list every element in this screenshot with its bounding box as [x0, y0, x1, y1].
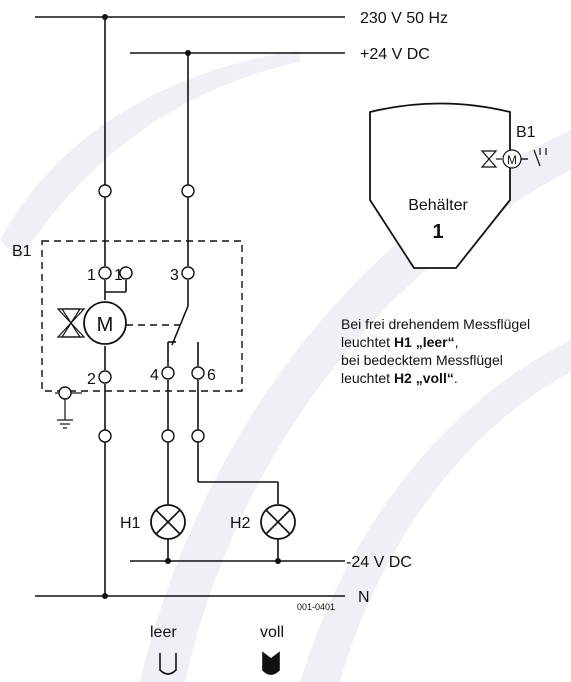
terminal-label-2: 2: [87, 371, 96, 388]
lamp-h1-label: H1: [120, 515, 141, 532]
terminal-1a: [98, 266, 112, 280]
terminal-4: [161, 366, 175, 380]
terminal-3: [181, 266, 195, 280]
terminal-2: [98, 370, 112, 384]
motor-letter: M: [97, 314, 114, 336]
terminal-label-6: 6: [207, 367, 216, 384]
label-neutral: N: [358, 589, 370, 606]
vessel-sensor-icon: M: [480, 148, 547, 169]
state-empty-label: leer: [150, 624, 177, 641]
background-watermark: [0, 50, 571, 682]
empty-vessel-icon: [159, 653, 177, 675]
terminal-dc-in: [181, 184, 195, 198]
lamp-h2-label: H2: [230, 515, 251, 532]
motor-symbol: [83, 301, 127, 345]
vessel-number: 1: [432, 221, 443, 243]
device-b1-label: B1: [12, 243, 32, 260]
terminal-2-out: [98, 429, 112, 443]
vessel-sensor-label: B1: [516, 124, 536, 141]
terminal-label-1b: 1: [114, 267, 123, 284]
terminal-ac-in: [98, 184, 112, 198]
drawing-number: 001-0401: [297, 602, 335, 612]
label-minus-24v: -24 V DC: [346, 554, 412, 571]
description-line-1: Bei frei drehendem Messflügel: [341, 316, 530, 332]
lamp-h1: [150, 504, 186, 540]
description-line-4: leuchtet H2 „voll“.: [341, 370, 458, 386]
state-full-label: voll: [260, 624, 284, 641]
description-line-3: bei bedecktem Messflügel: [341, 352, 503, 368]
earth-ground-icon: [55, 386, 82, 429]
description-line-2: leuchtet H1 „leer“,: [341, 334, 459, 350]
terminal-4-out: [161, 429, 175, 443]
terminal-1b: [119, 266, 133, 280]
terminal-label-1a: 1: [87, 267, 96, 284]
description-text: Bei frei drehendem Messflügel leuchtet H…: [341, 316, 530, 386]
terminal-label-4: 4: [150, 367, 159, 384]
terminal-6: [191, 366, 205, 380]
device-b1-enclosure: [41, 240, 243, 392]
vessel-name: Behälter: [408, 197, 468, 214]
lamp-h2: [260, 504, 296, 540]
vessel-sensor-motor-letter: M: [507, 153, 517, 167]
terminal-6-out: [191, 429, 205, 443]
terminal-label-3: 3: [170, 267, 179, 284]
full-vessel-icon: [262, 651, 280, 675]
label-plus-24v: +24 V DC: [360, 46, 430, 63]
vessel-outline: [369, 102, 511, 269]
label-230v: 230 V 50 Hz: [360, 10, 448, 27]
paddle-icon: [56, 308, 86, 338]
